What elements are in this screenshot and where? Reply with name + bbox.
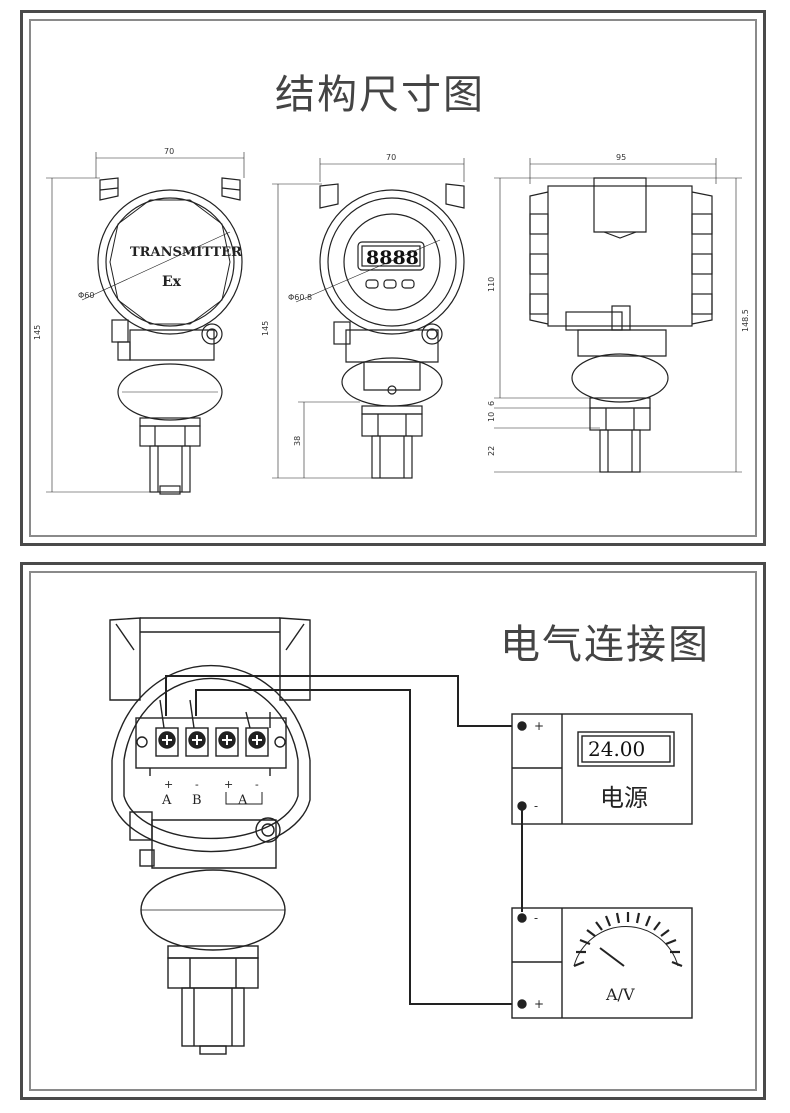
- wiring-panel: [20, 562, 766, 1100]
- structure-title: 结构尺寸图: [275, 72, 485, 118]
- display-view: [272, 158, 465, 479]
- meter-scale-ticks: [573, 912, 683, 968]
- front-width-dim: 70: [164, 147, 174, 156]
- terminal-sign-4: -: [255, 778, 259, 791]
- side-height-dim: 110: [487, 277, 496, 292]
- front-dia-dim: Φ60: [78, 291, 94, 300]
- meter-unit-label: A/V: [605, 985, 635, 1004]
- side-total-dim: 148.5: [741, 309, 750, 332]
- side-dim-10: 10: [487, 412, 496, 422]
- side-width-dim: 95: [616, 153, 626, 162]
- terminal-letter-a2: A: [237, 793, 248, 808]
- side-view: [494, 158, 742, 473]
- terminal-screw-1: [155, 727, 179, 757]
- meter-plus-label: +: [534, 997, 544, 1011]
- structure-panel: [20, 10, 766, 546]
- ex-label: Ex: [162, 274, 182, 290]
- terminal-sign-3: +: [224, 778, 233, 791]
- front-height-dim: 145: [33, 325, 42, 340]
- terminal-sign-1: +: [164, 778, 173, 791]
- front-view: [46, 152, 245, 495]
- meter-minus-label: -: [534, 911, 538, 925]
- wiring-title: 电气连接图: [500, 622, 710, 668]
- wires: [165, 675, 523, 1005]
- transmitter-label: TRANSMITTER: [130, 245, 242, 260]
- ammeter: [511, 907, 693, 1019]
- terminal-screw-2: [185, 727, 209, 757]
- display-height-dim: 145: [261, 321, 270, 336]
- side-dim-22: 22: [487, 446, 496, 456]
- power-supply: [511, 713, 693, 825]
- lcd-digits: 8888: [366, 247, 419, 269]
- power-plus-label: +: [534, 719, 544, 733]
- terminal-letter-b: B: [192, 793, 202, 808]
- terminal-screw-4: [245, 727, 269, 757]
- display-width-dim: 70: [386, 153, 396, 162]
- terminal-sign-2: -: [195, 778, 199, 791]
- display-dia-dim: Φ60.8: [288, 293, 312, 302]
- terminal-block: [136, 699, 286, 805]
- wiring-panel-inner: [29, 571, 757, 1091]
- structure-drawing: 70 145 Φ60 TRANSMITTER Ex 70 145 Φ60.8 3…: [33, 147, 750, 495]
- terminal-letter-a: A: [161, 793, 172, 808]
- terminal-screw-3: [215, 727, 239, 757]
- side-dim-6: 6: [487, 401, 496, 406]
- power-minus-label: -: [534, 799, 538, 813]
- structure-panel-inner: [29, 19, 757, 537]
- power-voltage-display: 24.00: [588, 737, 645, 761]
- transmitter-body: [109, 617, 311, 1055]
- display-lower-dim: 38: [293, 436, 302, 446]
- power-supply-label: 电源: [600, 784, 648, 812]
